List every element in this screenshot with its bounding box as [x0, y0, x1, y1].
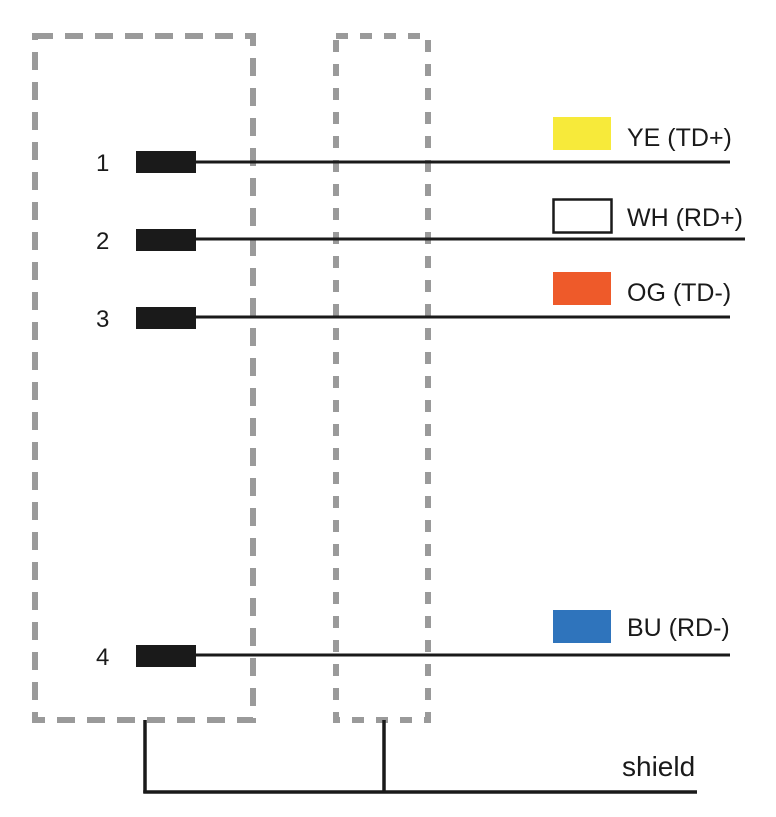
- pin-number-2: 2: [96, 228, 109, 255]
- wire-color-swatch-3: [553, 272, 611, 305]
- shield-connection: shield: [143, 720, 697, 794]
- wire-label-1: YE (TD+): [627, 124, 732, 152]
- wire-label-4: BU (RD-): [627, 614, 730, 642]
- pin-2-wire: 2 WH (RD+): [96, 198, 745, 255]
- pin-contact-4: [136, 645, 196, 667]
- cable-sleeve-outline: [333, 33, 431, 723]
- pin-number-4: 4: [96, 644, 109, 671]
- pin-4-wire: 4 BU (RD-): [96, 610, 730, 671]
- pin-number-1: 1: [96, 150, 109, 177]
- pin-3-wire: 3 OG (TD-): [96, 272, 731, 333]
- wire-label-2: WH (RD+): [627, 204, 743, 232]
- wire-color-swatch-4: [553, 610, 611, 643]
- wire-color-swatch-2: [552, 198, 613, 234]
- wire-label-3: OG (TD-): [627, 279, 731, 307]
- pin-contact-1: [136, 151, 196, 173]
- pin-contact-2: [136, 229, 196, 251]
- connector-housing-outline: [32, 33, 256, 723]
- pin-contact-3: [136, 307, 196, 329]
- shield-label: shield: [622, 751, 695, 782]
- wire-color-swatch-1: [553, 117, 611, 150]
- pin-number-3: 3: [96, 306, 109, 333]
- pin-1-wire: 1 YE (TD+): [96, 117, 732, 177]
